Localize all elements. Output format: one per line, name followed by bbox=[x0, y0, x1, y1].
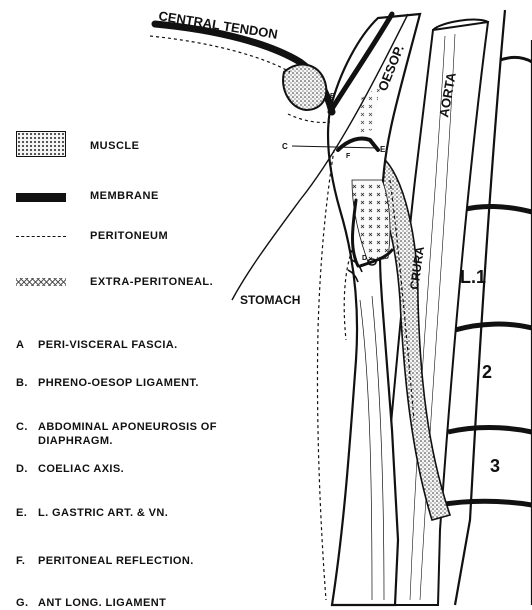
legend-muscle-label: MUSCLE bbox=[90, 140, 139, 152]
key-letter: E. bbox=[16, 506, 38, 520]
key-letter: D. bbox=[16, 462, 38, 476]
marker-f: F bbox=[346, 153, 351, 160]
key-item: B. PHRENO-OESOP LIGAMENT. bbox=[16, 376, 199, 390]
key-letter: B. bbox=[16, 376, 38, 390]
peritoneum-swatch bbox=[16, 236, 66, 237]
vertebra-2-label: 2 bbox=[482, 362, 492, 382]
key-text: L. GASTRIC ART. & VN. bbox=[38, 506, 168, 520]
key-item: D. COELIAC AXIS. bbox=[16, 462, 124, 476]
marker-b: B bbox=[330, 93, 335, 100]
key-letter: C. bbox=[16, 420, 38, 448]
key-letter: G. bbox=[16, 596, 38, 610]
vertebra-3-label: 3 bbox=[490, 456, 500, 476]
marker-d: D bbox=[362, 255, 367, 262]
marker-e: E bbox=[380, 145, 386, 154]
key-text: COELIAC AXIS. bbox=[38, 462, 124, 476]
key-item: G. ANT LONG. LIGAMENT bbox=[16, 596, 166, 610]
key-item: E. L. GASTRIC ART. & VN. bbox=[16, 506, 168, 520]
key-item: A PERI-VISCERAL FASCIA. bbox=[16, 338, 178, 352]
key-text: PERITONEAL REFLECTION. bbox=[38, 554, 194, 568]
key-text: PHRENO-OESOP LIGAMENT. bbox=[38, 376, 199, 390]
muscle-swatch bbox=[16, 131, 66, 157]
vertebra-l1-label: L.1 bbox=[460, 267, 486, 287]
key-letter: A bbox=[16, 338, 38, 352]
key-text: ANT LONG. LIGAMENT bbox=[38, 596, 166, 610]
legend-extra-peritoneal-label: EXTRA-PERITONEAL. bbox=[90, 276, 213, 288]
stomach-label: STOMACH bbox=[240, 293, 300, 307]
extra-peritoneal-swatch bbox=[16, 278, 66, 286]
key-text: PERI-VISCERAL FASCIA. bbox=[38, 338, 178, 352]
key-item: C. ABDOMINAL APONEUROSIS OF DIAPHRAGM. bbox=[16, 420, 217, 448]
key-item: F. PERITONEAL REFLECTION. bbox=[16, 554, 194, 568]
key-text: ABDOMINAL APONEUROSIS OF DIAPHRAGM. bbox=[38, 420, 217, 448]
legend-peritoneum-label: PERITONEUM bbox=[90, 230, 168, 242]
legend-membrane-label: MEMBRANE bbox=[90, 190, 159, 202]
marker-c: C bbox=[282, 142, 288, 151]
key-letter: F. bbox=[16, 554, 38, 568]
membrane-swatch bbox=[16, 193, 66, 202]
